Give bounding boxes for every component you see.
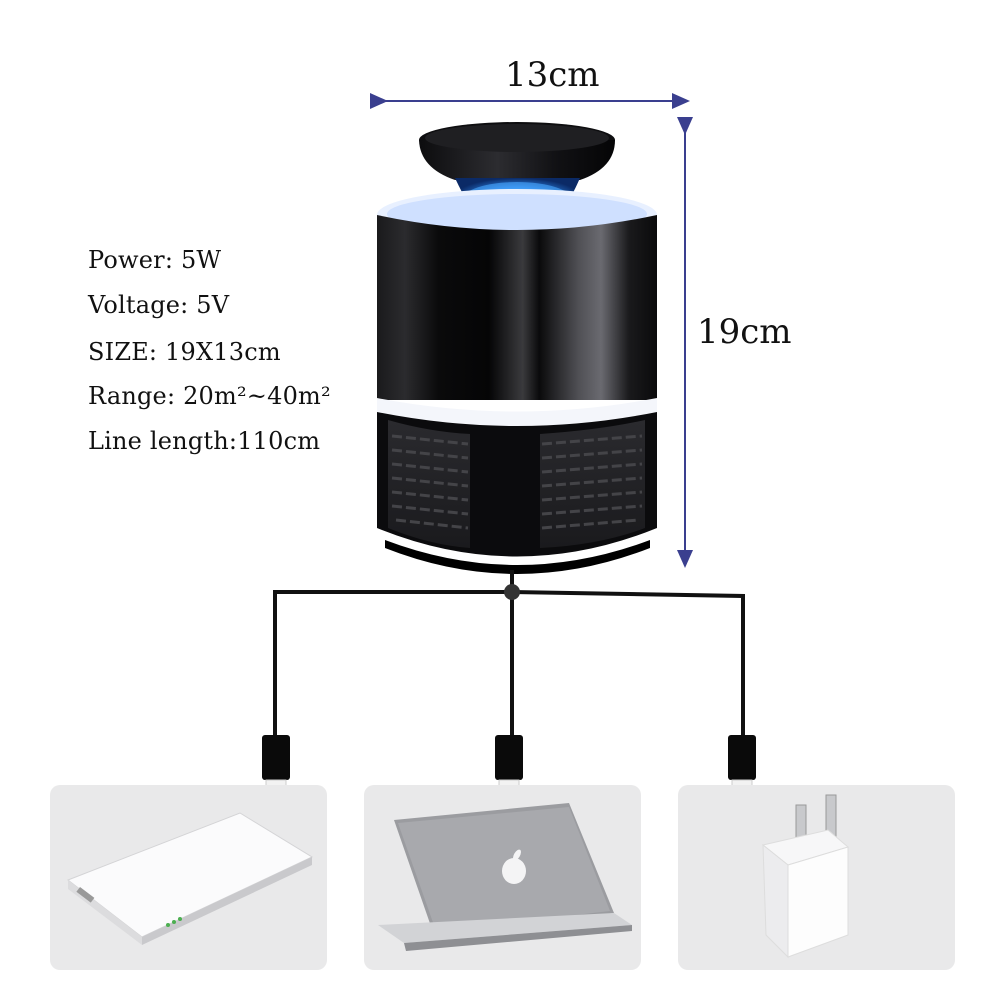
- spec-size: SIZE: 19X13cm: [88, 338, 281, 366]
- wall-charger-card: [678, 785, 955, 970]
- usb-cable: [273, 570, 745, 738]
- mosquito-lamp: [377, 122, 657, 574]
- spec-range: Range: 20m²~40m²: [88, 382, 331, 410]
- laptop-image: [378, 803, 632, 951]
- width-label: 13cm: [505, 55, 600, 95]
- laptop-card: [364, 785, 641, 970]
- spec-voltage: Voltage: 5V: [88, 291, 230, 319]
- spec-line-length: Line length:110cm: [88, 427, 321, 455]
- spec-power: Power: 5W: [88, 246, 222, 274]
- power-bank-image: [66, 812, 314, 945]
- wall-charger-image: [761, 794, 850, 959]
- cable-junction: [504, 584, 520, 600]
- apple-logo-icon: [502, 849, 526, 884]
- power-bank-card: [50, 785, 327, 970]
- height-label: 19cm: [697, 312, 792, 352]
